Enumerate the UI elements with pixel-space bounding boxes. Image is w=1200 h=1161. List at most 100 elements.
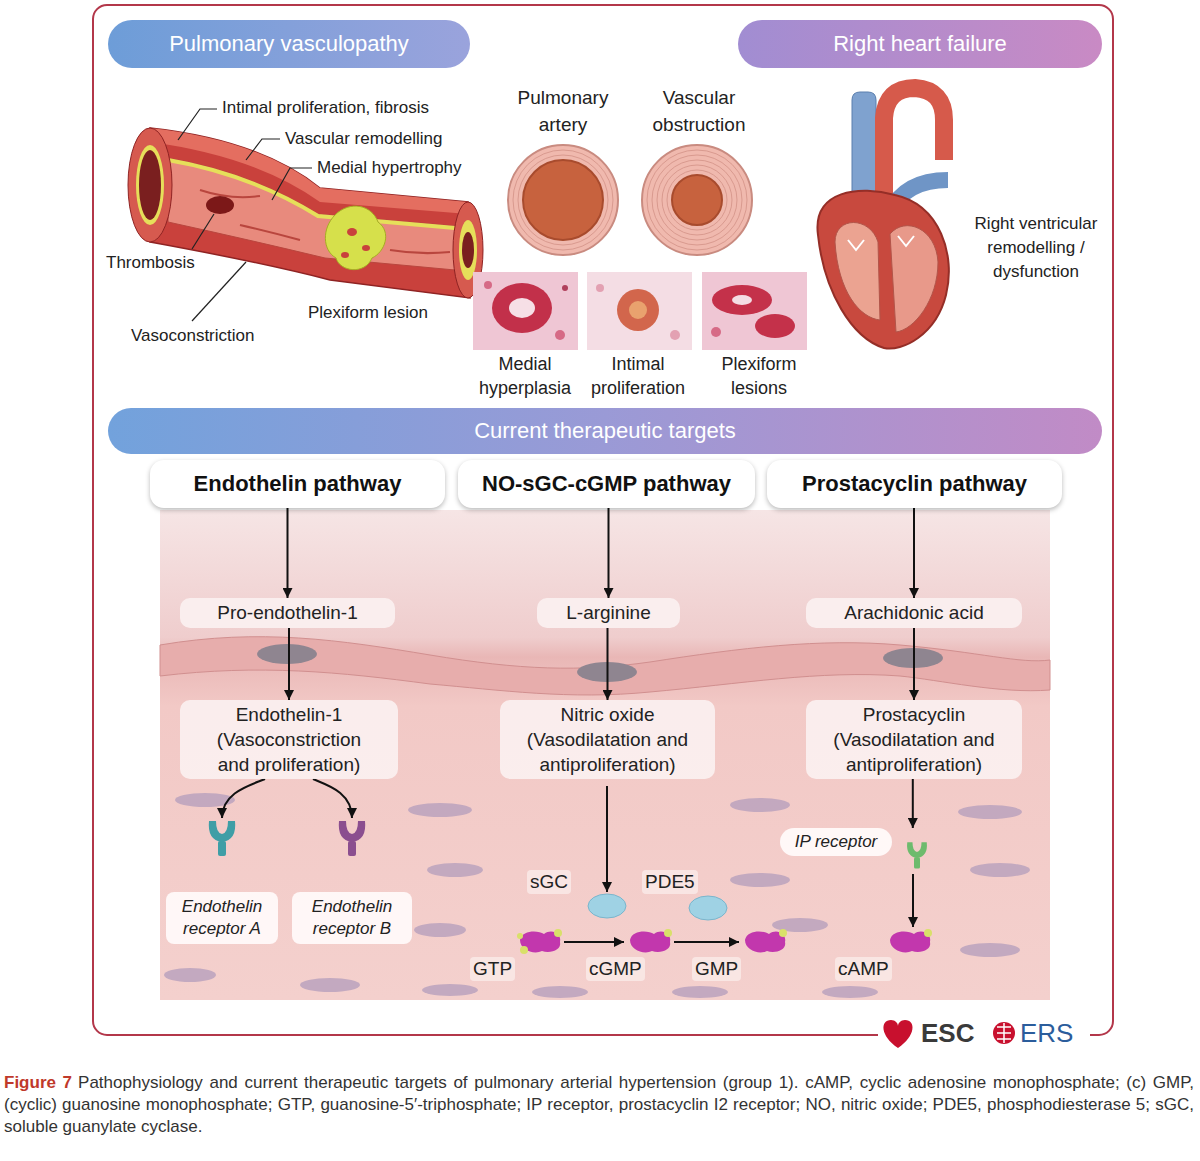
- arrow-connector: [608, 508, 610, 598]
- receptor-node: Endothelin receptor B: [292, 818, 412, 944]
- histology-images-part: [473, 272, 578, 350]
- arrow-connector: [287, 508, 289, 598]
- arrow-connector: [288, 628, 290, 700]
- artery-cross-sections-part: [667, 170, 727, 230]
- cell-layer-panel-part-part: [912, 874, 914, 927]
- arrow-connector: [913, 508, 915, 598]
- histology-label: Medial hyperplasia: [469, 352, 581, 400]
- callout-label: Thrombosis: [106, 252, 195, 274]
- artery-cross-sections-part: [672, 175, 722, 225]
- artery-cross-sections-part: [642, 145, 752, 255]
- histology-images-part: [509, 298, 535, 318]
- section-band: Current therapeutic targets: [108, 408, 1102, 454]
- receptor-icon-part: [914, 857, 920, 868]
- heart-illustration-part: [835, 223, 880, 321]
- cell-layer-panel-part-part: [414, 923, 466, 937]
- figure-caption: Figure 7Pathophysiology and current ther…: [4, 1072, 1194, 1138]
- artery-cross-sections-part: [508, 145, 618, 255]
- enzyme-label: PDE5: [642, 870, 698, 894]
- mediator-box: Nitric oxide (Vasodilatation and antipro…: [500, 700, 715, 779]
- heading-pill: Right heart failure: [738, 20, 1102, 68]
- histology-images-part: [670, 330, 680, 340]
- arrow-connector: [313, 779, 352, 818]
- cell-layer-panel-part-part: [672, 986, 728, 998]
- pathway-box: NO-sGC-cGMP pathway: [458, 460, 755, 508]
- heading-pill: Pulmonary vasculopathy: [108, 20, 470, 68]
- node-text: Current therapeutic targets: [124, 416, 1086, 446]
- histology-images-part: [629, 301, 647, 319]
- figure-label: Vascular obstruction: [634, 84, 764, 138]
- cell-layer-panel-part-part: [960, 943, 1020, 957]
- histology-images-part: [732, 295, 752, 305]
- receptor-icon-part: [348, 841, 356, 856]
- cell-layer-panel-part: [689, 896, 727, 920]
- callout-label: Medial hypertrophy: [317, 157, 462, 179]
- node-text: Right heart failure: [754, 29, 1086, 59]
- artery-cross-sections-part: [652, 155, 742, 245]
- vessel-illustration-part: [206, 196, 234, 214]
- cell-layer-panel-part-part: [779, 929, 787, 937]
- society-logo: [878, 1014, 1090, 1054]
- cell-layer-panel-part-part: [422, 984, 478, 996]
- vessel-illustration-part: [150, 128, 470, 298]
- vessel-illustration-part: [139, 150, 161, 220]
- callout-label: Plexiform lesion: [308, 302, 428, 324]
- histology-label: Plexiform lesions: [703, 352, 815, 400]
- cell-layer-panel-part-part: [772, 918, 828, 932]
- vessel-illustration-part-part: [178, 109, 217, 140]
- receptor-icon-part: [209, 821, 235, 842]
- mediator-box: Prostacyclin (Vasodilatation and antipro…: [806, 700, 1022, 779]
- figure-label: Pulmonary artery: [503, 84, 623, 138]
- receptor-node: Endothelin receptor A: [166, 818, 278, 944]
- node-text: Endothelin pathway: [160, 469, 435, 499]
- cell-layer-panel-part: [588, 894, 626, 918]
- receptor-icon-part: [218, 841, 226, 856]
- cell-layer-panel: [160, 510, 1050, 1000]
- receptor-node: IP receptor: [780, 828, 940, 872]
- vessel-illustration-part-part: [272, 168, 312, 200]
- heart-illustration-part: [817, 191, 948, 349]
- node-text: Prostacyclin pathway: [777, 469, 1052, 499]
- mediator-box: Endothelin-1 (Vasoconstriction and proli…: [180, 700, 398, 779]
- vessel-illustration-part: [459, 220, 477, 280]
- cell-layer-panel-part-part: [554, 929, 562, 937]
- cell-layer-panel-part-part: [408, 803, 472, 817]
- cell-layer-panel-part-part: [745, 932, 785, 953]
- callout-label: Intimal proliferation, fibrosis: [222, 97, 429, 119]
- node-text: Pro-endothelin-1: [190, 600, 385, 626]
- vessel-illustration-part-part: [246, 139, 280, 160]
- histology-images-part: [712, 285, 772, 315]
- figure-number: Figure 7: [4, 1073, 72, 1092]
- cell-layer-panel-part-part: [517, 933, 523, 939]
- cell-layer-panel-part-part: [520, 946, 528, 954]
- precursor-box: Arachidonic acid: [806, 598, 1022, 628]
- artery-cross-sections-part: [657, 160, 737, 240]
- vessel-illustration-part: [200, 190, 450, 253]
- node-text: Prostacyclin (Vasodilatation and antipro…: [826, 702, 1002, 777]
- precursor-box: Pro-endothelin-1: [180, 598, 395, 628]
- cell-layer-panel-part: [160, 510, 1050, 1000]
- artery-cross-sections: [508, 145, 752, 255]
- node-text: Arachidonic acid: [816, 600, 1012, 626]
- histology-images-part: [587, 272, 692, 350]
- cell-layer-panel-part-part: [664, 929, 672, 937]
- cell-layer-panel-part: [890, 929, 932, 952]
- caption-text: Pathophysiology and current therapeutic …: [4, 1073, 1194, 1136]
- histology-images-part: [484, 281, 492, 289]
- receptor-icon-part: [339, 821, 365, 842]
- arrow-connector: [912, 779, 914, 828]
- vessel-illustration-part: [347, 228, 357, 236]
- vessel-illustration-part: [136, 145, 164, 225]
- artery-cross-sections-part: [513, 150, 613, 250]
- society-logo-part: [883, 1020, 912, 1048]
- node-text: Endothelin receptor A: [166, 892, 278, 944]
- histology-images-part: [702, 272, 807, 350]
- callout-label: Vascular remodelling: [285, 128, 442, 150]
- vessel-illustration-part: [462, 232, 474, 268]
- cell-layer-panel-part-part: [606, 786, 608, 892]
- logo-text: ESC: [921, 1016, 974, 1050]
- vessel-illustration: [128, 109, 483, 321]
- arrow-connector: [913, 628, 915, 700]
- artery-cross-sections-part: [662, 165, 732, 235]
